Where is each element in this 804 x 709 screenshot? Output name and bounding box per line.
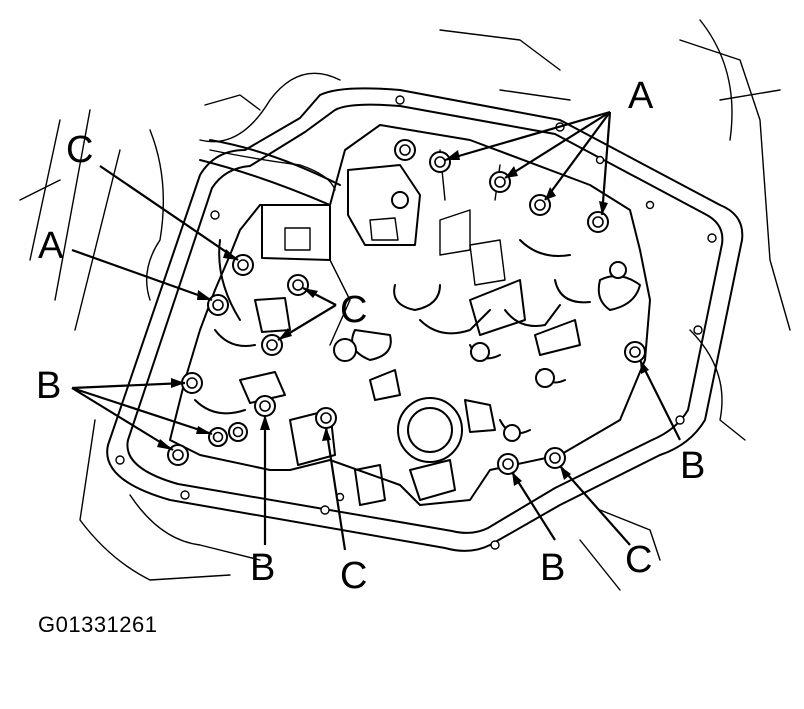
bolt-b-5 <box>497 453 519 475</box>
callout-c-bottom-right: C <box>625 539 652 581</box>
bolt-c-4 <box>315 407 337 429</box>
bolt-b-3 <box>254 395 276 417</box>
bolt-c-3 <box>261 334 283 356</box>
arrowheads <box>157 150 649 486</box>
bolt-c-5 <box>544 447 566 469</box>
bolt-a-6 <box>207 294 229 316</box>
transmission-case-outline <box>19 19 791 591</box>
callout-c-top-left: C <box>66 129 93 171</box>
valve-body <box>169 124 651 506</box>
callout-a-left: A <box>38 225 64 267</box>
bolt-a-5 <box>587 211 609 233</box>
figure-id-label: G01331261 <box>38 612 158 637</box>
callout-b-bottom-right: B <box>540 547 565 589</box>
callout-b-bottom-middle: B <box>250 547 275 589</box>
callout-c-bottom-middle: C <box>340 555 367 597</box>
leader-lines <box>71 110 681 551</box>
bolts <box>167 139 646 475</box>
bolt-a-3 <box>489 171 511 193</box>
bolt-b-1 <box>181 372 203 394</box>
case-flange <box>106 87 744 552</box>
bolt-a-1 <box>394 139 416 161</box>
callout-b-right: B <box>680 445 705 487</box>
bolt-b-6 <box>208 427 228 447</box>
callout-a-top-right: A <box>628 75 654 117</box>
bolt-b-4 <box>624 341 646 363</box>
bolt-c-6 <box>228 422 248 442</box>
callout-c-middle: C <box>340 289 367 331</box>
bolt-a-2 <box>429 151 451 173</box>
bolt-c-2 <box>287 274 309 296</box>
callout-labels: A A C C B B C B B C <box>36 75 705 597</box>
callout-b-left: B <box>36 365 61 407</box>
